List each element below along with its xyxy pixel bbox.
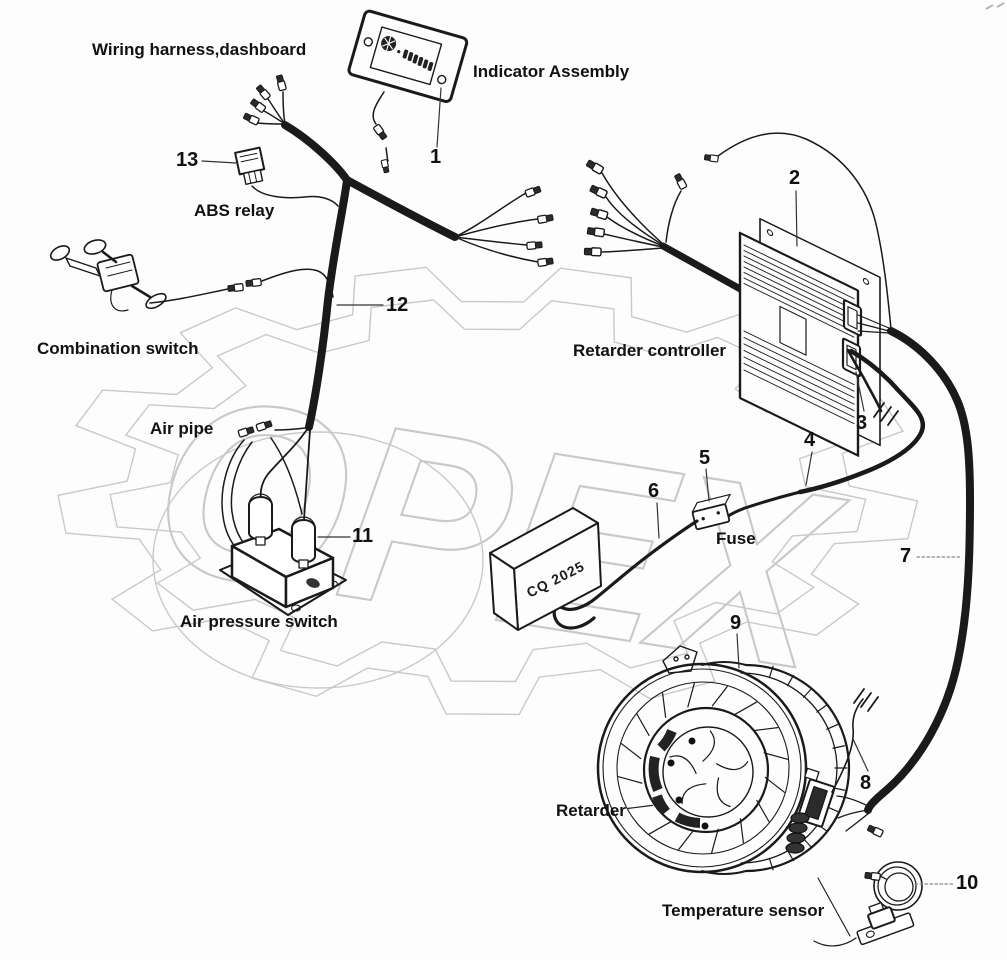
indicator-wire bbox=[372, 91, 385, 125]
abs-relay-part bbox=[234, 146, 266, 185]
wire-6 bbox=[552, 519, 699, 630]
corner-artifact bbox=[985, 2, 1005, 10]
leader-5 bbox=[705, 468, 710, 502]
callout-8: 8 bbox=[860, 772, 872, 794]
leader-1 bbox=[436, 87, 442, 148]
combination-switch-part bbox=[49, 239, 167, 312]
switch-wire-1 bbox=[259, 427, 309, 500]
switch-wire-2 bbox=[303, 429, 311, 521]
callout-9: 9 bbox=[730, 612, 742, 634]
label-temperature-sensor: Temperature sensor bbox=[662, 901, 825, 920]
label-combination-switch: Combination switch bbox=[37, 339, 199, 358]
drum-inner-vanes bbox=[669, 730, 749, 808]
abs-relay-wire bbox=[251, 185, 339, 207]
callout-7: 7 bbox=[900, 545, 912, 567]
label-abs-relay: ABS relay bbox=[194, 201, 275, 220]
air-pressure-switch-part bbox=[219, 493, 347, 616]
label-indicator-assembly: Indicator Assembly bbox=[473, 62, 630, 81]
controller-harness-fan bbox=[600, 172, 682, 253]
leader-3 bbox=[855, 371, 865, 412]
fuse-wire-right bbox=[725, 490, 802, 519]
ground-symbol-8 bbox=[853, 688, 879, 712]
indicator-wire-2 bbox=[385, 147, 389, 162]
harness-fan-dashboard bbox=[257, 91, 286, 125]
label-air-pressure-switch: Air pressure switch bbox=[180, 612, 338, 631]
cable7-end-wires bbox=[836, 795, 870, 832]
fuse-part bbox=[691, 493, 731, 531]
callout-1: 1 bbox=[430, 146, 442, 168]
cq-box: CQ 2025 bbox=[489, 507, 602, 631]
callout-2: 2 bbox=[789, 167, 801, 189]
leader-4 bbox=[805, 451, 813, 486]
controller-connector-wires bbox=[857, 314, 890, 334]
combination-switch-wire-2 bbox=[261, 268, 334, 298]
label-wiring-harness: Wiring harness,dashboard bbox=[92, 40, 307, 59]
leader-13 bbox=[201, 160, 237, 164]
label-retarder-controller: Retarder controller bbox=[573, 341, 727, 360]
indicator-gauge-icon bbox=[381, 35, 401, 54]
ground-symbol-3 bbox=[873, 402, 899, 426]
cable-4 bbox=[797, 348, 925, 495]
indicator-led-row bbox=[402, 49, 434, 71]
drum-dark-vanes bbox=[648, 728, 701, 828]
ground-wire-8 bbox=[831, 698, 864, 793]
retarder-drum bbox=[596, 645, 851, 875]
cable-7 bbox=[864, 327, 974, 814]
leader-6 bbox=[656, 502, 660, 539]
indicator-assembly-panel bbox=[347, 9, 469, 103]
label-retarder: Retarder bbox=[556, 801, 626, 820]
drum-mount-tab bbox=[662, 645, 698, 674]
callout-10: 10 bbox=[956, 872, 979, 894]
callout-6: 6 bbox=[648, 480, 660, 502]
leader-8 bbox=[852, 738, 869, 772]
callout-4: 4 bbox=[804, 429, 816, 451]
drum-connector-block bbox=[785, 767, 836, 854]
leader-lines bbox=[201, 87, 963, 885]
temperature-sensor-part bbox=[813, 861, 923, 947]
harness-fan-right bbox=[454, 192, 539, 263]
drum-fins bbox=[617, 682, 789, 854]
dashboard-harness-cable bbox=[281, 121, 459, 431]
retarder-controller-part bbox=[738, 217, 890, 457]
leader-2 bbox=[795, 190, 798, 247]
callout-11: 11 bbox=[352, 525, 374, 547]
callout-3: 3 bbox=[856, 412, 868, 434]
loop-wire bbox=[717, 132, 892, 330]
leader-9 bbox=[736, 633, 740, 669]
callout-12: 12 bbox=[386, 294, 409, 316]
combination-switch-wire bbox=[149, 288, 229, 304]
drum-bolts bbox=[667, 737, 709, 830]
sensor-mount-wire bbox=[817, 877, 851, 937]
callout-13: 13 bbox=[176, 149, 199, 171]
ground-wire-3 bbox=[846, 348, 883, 413]
callout-5: 5 bbox=[699, 447, 711, 469]
label-air-pipe: Air pipe bbox=[150, 419, 214, 438]
controller-harness-cable bbox=[659, 242, 746, 294]
label-fuse: Fuse bbox=[716, 529, 756, 548]
